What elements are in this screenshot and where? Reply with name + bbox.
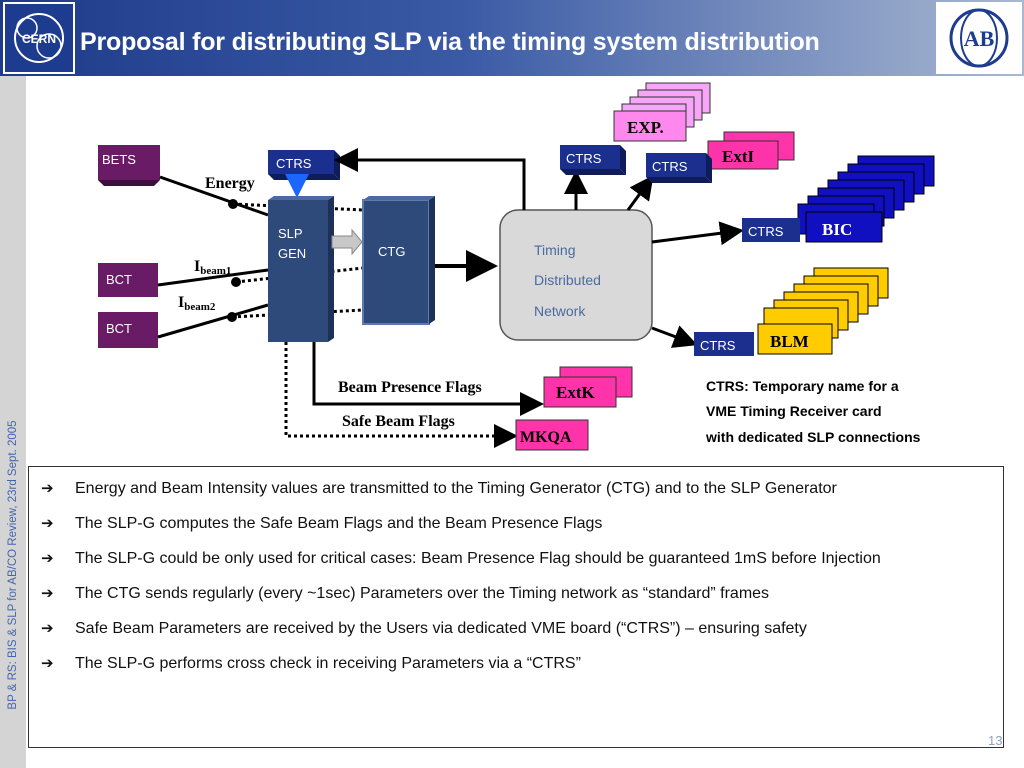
bets-box: BETS — [98, 145, 160, 186]
bct-label-1: BCT — [106, 272, 132, 287]
slide-title: Proposal for distributing SLP via the ti… — [80, 28, 820, 56]
ctrs-bic-label: CTRS — [748, 224, 784, 239]
exp-stack: EXP. — [613, 82, 711, 142]
ctrs-box-slp: CTRS — [268, 150, 340, 180]
bullet-list: ➔ Energy and Beam Intensity values are t… — [28, 466, 1004, 748]
ibeam2-label: Ibeam2 — [178, 294, 216, 313]
bullet-text: The SLP-G performs cross check in receiv… — [75, 655, 581, 672]
ctrs-blm-label: CTRS — [700, 338, 736, 353]
ctrs-slp-label: CTRS — [276, 156, 312, 171]
tdn-label-1: Timing — [534, 242, 576, 258]
cern-logo-text: CERN — [22, 32, 56, 46]
safe-beam-flags-label: Safe Beam Flags — [342, 413, 455, 430]
timing-network-box: Timing Distributed Network — [499, 209, 653, 341]
bullet-text: Safe Beam Parameters are received by the… — [75, 620, 807, 637]
arrow-right-icon: ➔ — [41, 480, 54, 497]
bullet-item: ➔ The SLP-G performs cross check in rece… — [41, 652, 989, 675]
extk-label: ExtK — [556, 383, 596, 402]
bic-label: BIC — [822, 220, 852, 239]
ctrs-note-line-1: CTRS: Temporary name for a — [706, 378, 899, 394]
mkqa-box: MKQA — [515, 419, 589, 451]
arrow-right-icon: ➔ — [41, 655, 54, 672]
beam-presence-flags-label: Beam Presence Flags — [338, 379, 482, 396]
bullet-item: ➔ Safe Beam Parameters are received by t… — [41, 617, 989, 640]
ibeam1-label: Ibeam1 — [194, 258, 231, 277]
exp-label: EXP. — [627, 118, 664, 137]
bullet-text: Energy and Beam Intensity values are tra… — [75, 480, 837, 497]
cern-logo: CERN — [3, 2, 75, 74]
page-number: 13 — [988, 733, 1003, 748]
bct-box-1: BCT — [98, 263, 158, 297]
tdn-label-3: Network — [534, 303, 586, 319]
sidebar-strip — [0, 76, 26, 768]
energy-label: Energy — [205, 175, 255, 192]
bullet-item: ➔ The SLP-G could be only used for criti… — [41, 547, 989, 570]
ctrs-note-line-2: VME Timing Receiver card — [706, 403, 882, 419]
ctg-box: CTG — [362, 196, 435, 325]
bullet-text: The SLP-G computes the Safe Beam Flags a… — [75, 515, 603, 532]
bullet-text: The SLP-G could be only used for critica… — [75, 550, 881, 567]
tdn-label-2: Distributed — [534, 272, 601, 288]
arrow-right-icon: ➔ — [41, 550, 54, 567]
exti-stack: ExtI — [707, 131, 795, 170]
ctrs-box-network: CTRS — [560, 145, 626, 175]
input-lines — [157, 175, 364, 339]
ab-logo-graphic: AB — [949, 8, 1009, 68]
blm-label: BLM — [770, 332, 809, 351]
ctg-label: CTG — [378, 244, 405, 259]
slp-gen-label-1: SLP — [278, 226, 303, 241]
ctrs-network-label: CTRS — [566, 151, 602, 166]
exti-label: ExtI — [722, 147, 755, 166]
ab-logo-text: AB — [964, 26, 995, 51]
ctrs-box-blm: CTRS — [694, 332, 754, 356]
bullet-item: ➔ Energy and Beam Intensity values are t… — [41, 477, 989, 500]
ctrs-box-exti: CTRS — [646, 153, 712, 183]
arrow-right-icon: ➔ — [41, 620, 54, 637]
ctrs-box-bic: CTRS — [742, 218, 800, 242]
ab-logo: AB — [936, 2, 1022, 74]
bets-label: BETS — [102, 152, 136, 167]
bct-box-2: BCT — [98, 312, 158, 348]
slp-gen-box: SLP GEN — [268, 196, 334, 342]
extk-stack: ExtK — [543, 366, 633, 408]
ctrs-note-line-3: with dedicated SLP connections — [705, 429, 921, 445]
mkqa-label: MKQA — [520, 429, 572, 446]
arrow-right-icon: ➔ — [41, 515, 54, 532]
arrow-right-icon: ➔ — [41, 585, 54, 602]
bct-label-2: BCT — [106, 321, 132, 336]
slp-to-ctg-arrow — [331, 228, 363, 256]
slide-header: CERN Proposal for distributing SLP via t… — [0, 0, 1024, 76]
ctrs-exti-label: CTRS — [652, 159, 688, 174]
bullet-text: The CTG sends regularly (every ~1sec) Pa… — [75, 585, 770, 602]
cern-logo-graphic: CERN — [14, 13, 64, 63]
slp-distribution-diagram: BETS BCT BCT Energy Ibeam1 Ibeam2 CTRS S… — [98, 82, 935, 451]
bic-stack: BIC — [797, 155, 935, 243]
bullet-item: ➔ The SLP-G computes the Safe Beam Flags… — [41, 512, 989, 535]
bullet-item: ➔ The CTG sends regularly (every ~1sec) … — [41, 582, 989, 605]
slp-gen-label-2: GEN — [278, 246, 306, 261]
blm-stack: BLM — [757, 267, 889, 355]
